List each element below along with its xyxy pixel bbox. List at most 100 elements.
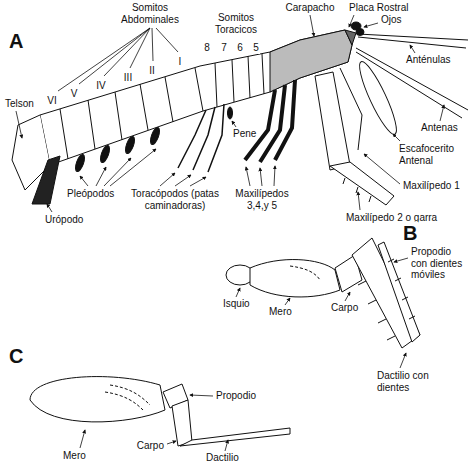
label-box: Maxilípedo 1 xyxy=(402,180,461,192)
part-label: Somitos Abdominales xyxy=(115,2,185,25)
leader-arrow xyxy=(410,45,415,53)
segment-number: II xyxy=(148,65,156,77)
segment-number: VI xyxy=(46,95,57,107)
part-label: Carapacho xyxy=(285,2,336,14)
label-box: B xyxy=(402,222,418,245)
label-box: 7 xyxy=(220,42,228,54)
part-label: Isquio xyxy=(222,298,251,310)
leader-arrow xyxy=(80,176,88,186)
label-box: Toracópodos (patas caminadoras) xyxy=(127,188,223,211)
label-box: Pleópodos xyxy=(66,188,115,200)
leader-arrow xyxy=(285,298,290,305)
leader-arrow xyxy=(345,292,350,301)
part-label: Placa Rostral xyxy=(348,2,409,14)
part-label: Urópodo xyxy=(44,214,84,226)
label-box: Telson xyxy=(4,98,35,110)
part-label: Maxilípedos 3,4,y 5 xyxy=(231,188,293,211)
dashed-muscle-line xyxy=(290,266,320,280)
leader-arrow xyxy=(16,111,22,138)
antennule xyxy=(358,34,468,48)
leader-arrow xyxy=(96,167,106,186)
label-box: Anténulas xyxy=(405,54,451,66)
pleopod xyxy=(74,153,87,172)
leader-arrow xyxy=(260,168,262,186)
label-box: Propodio xyxy=(215,390,257,402)
leader-arrow xyxy=(225,440,228,451)
leader-arrow xyxy=(236,288,240,297)
label-box: Carpo xyxy=(136,440,165,452)
leader-arrow xyxy=(364,23,378,27)
label-box: I xyxy=(178,56,183,68)
movable-teeth xyxy=(358,281,395,340)
leader-arrow xyxy=(394,258,408,262)
label-box: Ojos xyxy=(380,14,403,26)
part-label: Mero xyxy=(268,306,293,318)
label-box: III xyxy=(123,72,133,84)
label-box: 6 xyxy=(236,42,244,54)
leader-arrow xyxy=(80,430,85,448)
part-label: Propodio xyxy=(215,390,257,402)
label-box: Pene xyxy=(232,128,257,140)
label-box: Carpo xyxy=(330,302,359,314)
panel-letter: C xyxy=(8,345,24,368)
pleopod xyxy=(99,144,112,163)
segment-number: 5 xyxy=(252,42,260,54)
label-box: 5 xyxy=(252,42,260,54)
part-label: Carpo xyxy=(330,302,359,314)
label-box: VI xyxy=(46,95,57,107)
part-label: Maxilípedo 1 xyxy=(402,180,461,192)
maxillipeds xyxy=(245,80,295,162)
part-label: Carpo xyxy=(136,440,165,452)
rostral-plate xyxy=(345,30,356,45)
dactylus xyxy=(180,428,290,446)
leader-arrow xyxy=(47,204,52,212)
segment-number: V xyxy=(70,88,79,100)
leader-arrow xyxy=(358,192,360,210)
label-box: Mero xyxy=(62,450,87,462)
part-label: Anténulas xyxy=(405,54,451,66)
label-box: Dactilio con dientes xyxy=(376,370,436,393)
label-box: Somitos Abdominales xyxy=(115,2,185,25)
uropod xyxy=(32,156,60,204)
part-label: Dactilio xyxy=(205,452,240,464)
label-box: Propodio con dientes móviles xyxy=(410,246,468,281)
leader-arrow xyxy=(246,167,250,186)
segment-number: 6 xyxy=(236,42,244,54)
segment-number: I xyxy=(178,56,183,68)
body-outline xyxy=(40,30,352,165)
panel-letter: A xyxy=(8,30,24,53)
label-box: Maxilípedo 2 o garra xyxy=(345,212,438,224)
part-label: Dactilio con dientes xyxy=(376,370,436,393)
segment-number: IV xyxy=(95,80,106,92)
leader-line xyxy=(58,28,178,91)
label-box: Dactilio xyxy=(205,452,240,464)
leader-arrow xyxy=(190,177,206,186)
label-box: Carapacho xyxy=(285,2,336,14)
leader-arrow xyxy=(349,15,354,27)
claw-propodus xyxy=(330,162,394,205)
leader-arrow xyxy=(232,121,236,127)
merus xyxy=(250,260,340,297)
leader-arrow xyxy=(190,395,213,396)
pleopod xyxy=(149,126,162,145)
leader-arrow xyxy=(274,166,275,186)
part-label: Propodio con dientes móviles xyxy=(410,246,468,281)
carapace xyxy=(270,30,352,92)
label-box: Mero xyxy=(268,306,293,318)
walking-legs xyxy=(178,104,224,172)
label-box: Escafocerito Antenal xyxy=(398,143,464,166)
leader-arrow xyxy=(400,353,406,368)
segment-number: 8 xyxy=(203,42,211,54)
dashed-muscle-line xyxy=(105,385,150,410)
leader-arrow xyxy=(440,105,444,121)
label-box: Urópodo xyxy=(44,214,84,226)
label-box: Antenas xyxy=(420,122,459,134)
leader-arrow xyxy=(160,173,175,186)
merus xyxy=(30,377,165,422)
leader-arrow xyxy=(364,154,400,184)
label-box: Somitos Toracicos xyxy=(205,12,267,35)
label-box: IV xyxy=(95,80,106,92)
part-label: Pleópodos xyxy=(66,188,115,200)
part-label: Pene xyxy=(232,128,257,140)
